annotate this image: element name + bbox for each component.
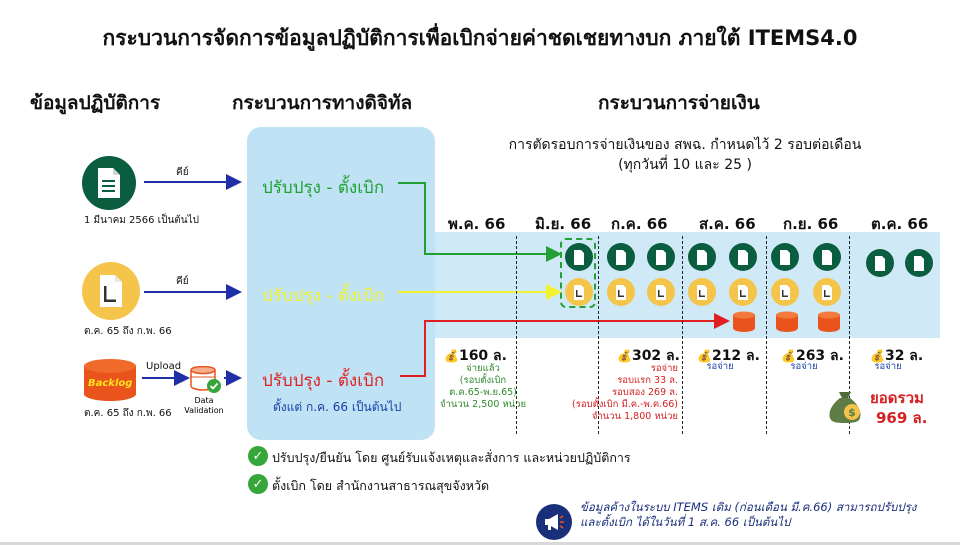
- source-3-arrow-label: Upload: [146, 361, 182, 372]
- paper-icon: [771, 278, 799, 306]
- svg-text:$: $: [848, 406, 856, 419]
- database-icon: [732, 311, 756, 337]
- document-icon: [905, 249, 933, 277]
- document-icon: [688, 243, 716, 271]
- data-validation-label: Data Validation: [184, 396, 224, 415]
- amount-may-notes: จ่ายแล้ว(รอบตั้งเบิกต.ค.65-พ.ย.65)จำนวน …: [439, 363, 527, 410]
- document-icon: [866, 249, 894, 277]
- step-red-note: ตั้งแต่ ก.ค. 66 เป็นต้นไป: [273, 400, 402, 414]
- check-text-2: ตั้งเบิก โดย สำนักงานสาธารณสุขจังหวัด: [272, 478, 490, 493]
- month-label: พ.ค. 66: [448, 215, 506, 233]
- source-2-caption: ต.ค. 65 ถึง ก.พ. 66: [84, 326, 172, 337]
- money-bag-icon: 💰: [870, 349, 885, 363]
- amount-sep: 💰263 ล.: [781, 348, 844, 364]
- step-red: ปรับปรุง - ตั้งเบิก: [262, 371, 385, 391]
- money-bag-icon: 💰: [617, 349, 632, 363]
- paper-icon: [729, 278, 757, 306]
- header-data: ข้อมูลปฏิบัติการ: [30, 92, 161, 114]
- amount-aug: 💰212 ล.: [697, 348, 760, 364]
- paper-icon: [565, 278, 593, 306]
- document-icon: [771, 243, 799, 271]
- digital-process-box: [247, 127, 435, 440]
- check-icon: ✓: [248, 446, 268, 466]
- paper-icon: [82, 262, 140, 320]
- month-label: ก.ย. 66: [783, 215, 839, 233]
- backlog-database-icon: [82, 358, 138, 406]
- june-highlight: [560, 238, 596, 308]
- document-icon: [647, 243, 675, 271]
- amount-oct: 💰32 ล.: [870, 348, 924, 364]
- month-label: ต.ค. 66: [871, 215, 929, 233]
- money-bag-icon: $: [826, 384, 864, 428]
- announcement-text: ข้อมูลค้างในระบบ ITEMS เดิม (ก่อนเดือน ม…: [580, 500, 917, 529]
- amount-jul: 💰302 ล.: [617, 348, 680, 364]
- amount-aug-notes: รอจ่าย: [706, 361, 734, 372]
- document-icon: [607, 243, 635, 271]
- document-icon: [565, 243, 593, 271]
- header-payment: กระบวนการจ่ายเงิน: [598, 92, 760, 114]
- amount-jul-notes: รอจ่ายรอบแรก 33 ล.รอบสอง 269 ล.(รอบตั้งเ…: [572, 363, 678, 422]
- amount-oct-notes: รอจ่าย: [874, 361, 902, 372]
- document-icon: [813, 243, 841, 271]
- source-1-arrow-label: คีย์: [176, 167, 189, 178]
- month-divider: [849, 236, 850, 434]
- source-2-arrow-label: คีย์: [176, 276, 189, 287]
- check-text-1: ปรับปรุง/ยืนยัน โดย ศูนย์รับแจ้งเหตุและส…: [272, 450, 631, 465]
- step-yellow: ปรับปรุง - ตั้งเบิก: [262, 286, 385, 306]
- header-digital: กระบวนการทางดิจิทัล: [232, 92, 413, 114]
- amount-sep-notes: รอจ่าย: [790, 361, 818, 372]
- data-validation-icon: [190, 365, 222, 398]
- paper-icon: [647, 278, 675, 306]
- backlog-label: Backlog: [88, 378, 133, 389]
- amount-may: 💰160 ล.: [444, 348, 507, 364]
- paper-icon: [607, 278, 635, 306]
- total-label: ยอดรวม: [870, 389, 924, 407]
- month-label: ส.ค. 66: [699, 215, 756, 233]
- money-bag-icon: 💰: [781, 349, 796, 363]
- payment-cycle-note: การตัดรอบการจ่ายเงินของ สพฉ. กำหนดไว้ 2 …: [508, 137, 862, 173]
- month-label: มิ.ย. 66: [535, 215, 592, 233]
- month-divider: [766, 236, 767, 434]
- month-divider: [516, 236, 517, 434]
- month-divider: [598, 236, 599, 434]
- check-icon: ✓: [248, 474, 268, 494]
- month-label: ก.ค. 66: [611, 215, 668, 233]
- source-3-caption: ต.ค. 65 ถึง ก.พ. 66: [84, 408, 172, 419]
- document-icon: [729, 243, 757, 271]
- document-icon: [82, 156, 136, 210]
- database-icon: [817, 311, 841, 337]
- page-title: กระบวนการจัดการข้อมูลปฏิบัติการเพื่อเบิก…: [102, 26, 858, 50]
- money-bag-icon: 💰: [444, 349, 459, 363]
- megaphone-icon: [536, 504, 572, 540]
- database-icon: [775, 311, 799, 337]
- month-divider: [682, 236, 683, 434]
- step-green: ปรับปรุง - ตั้งเบิก: [262, 178, 385, 198]
- money-bag-icon: 💰: [697, 349, 712, 363]
- paper-icon: [688, 278, 716, 306]
- source-1-caption: 1 มีนาคม 2566 เป็นต้นไป: [84, 215, 199, 226]
- paper-icon: [813, 278, 841, 306]
- total-value: 969 ล.: [876, 409, 928, 427]
